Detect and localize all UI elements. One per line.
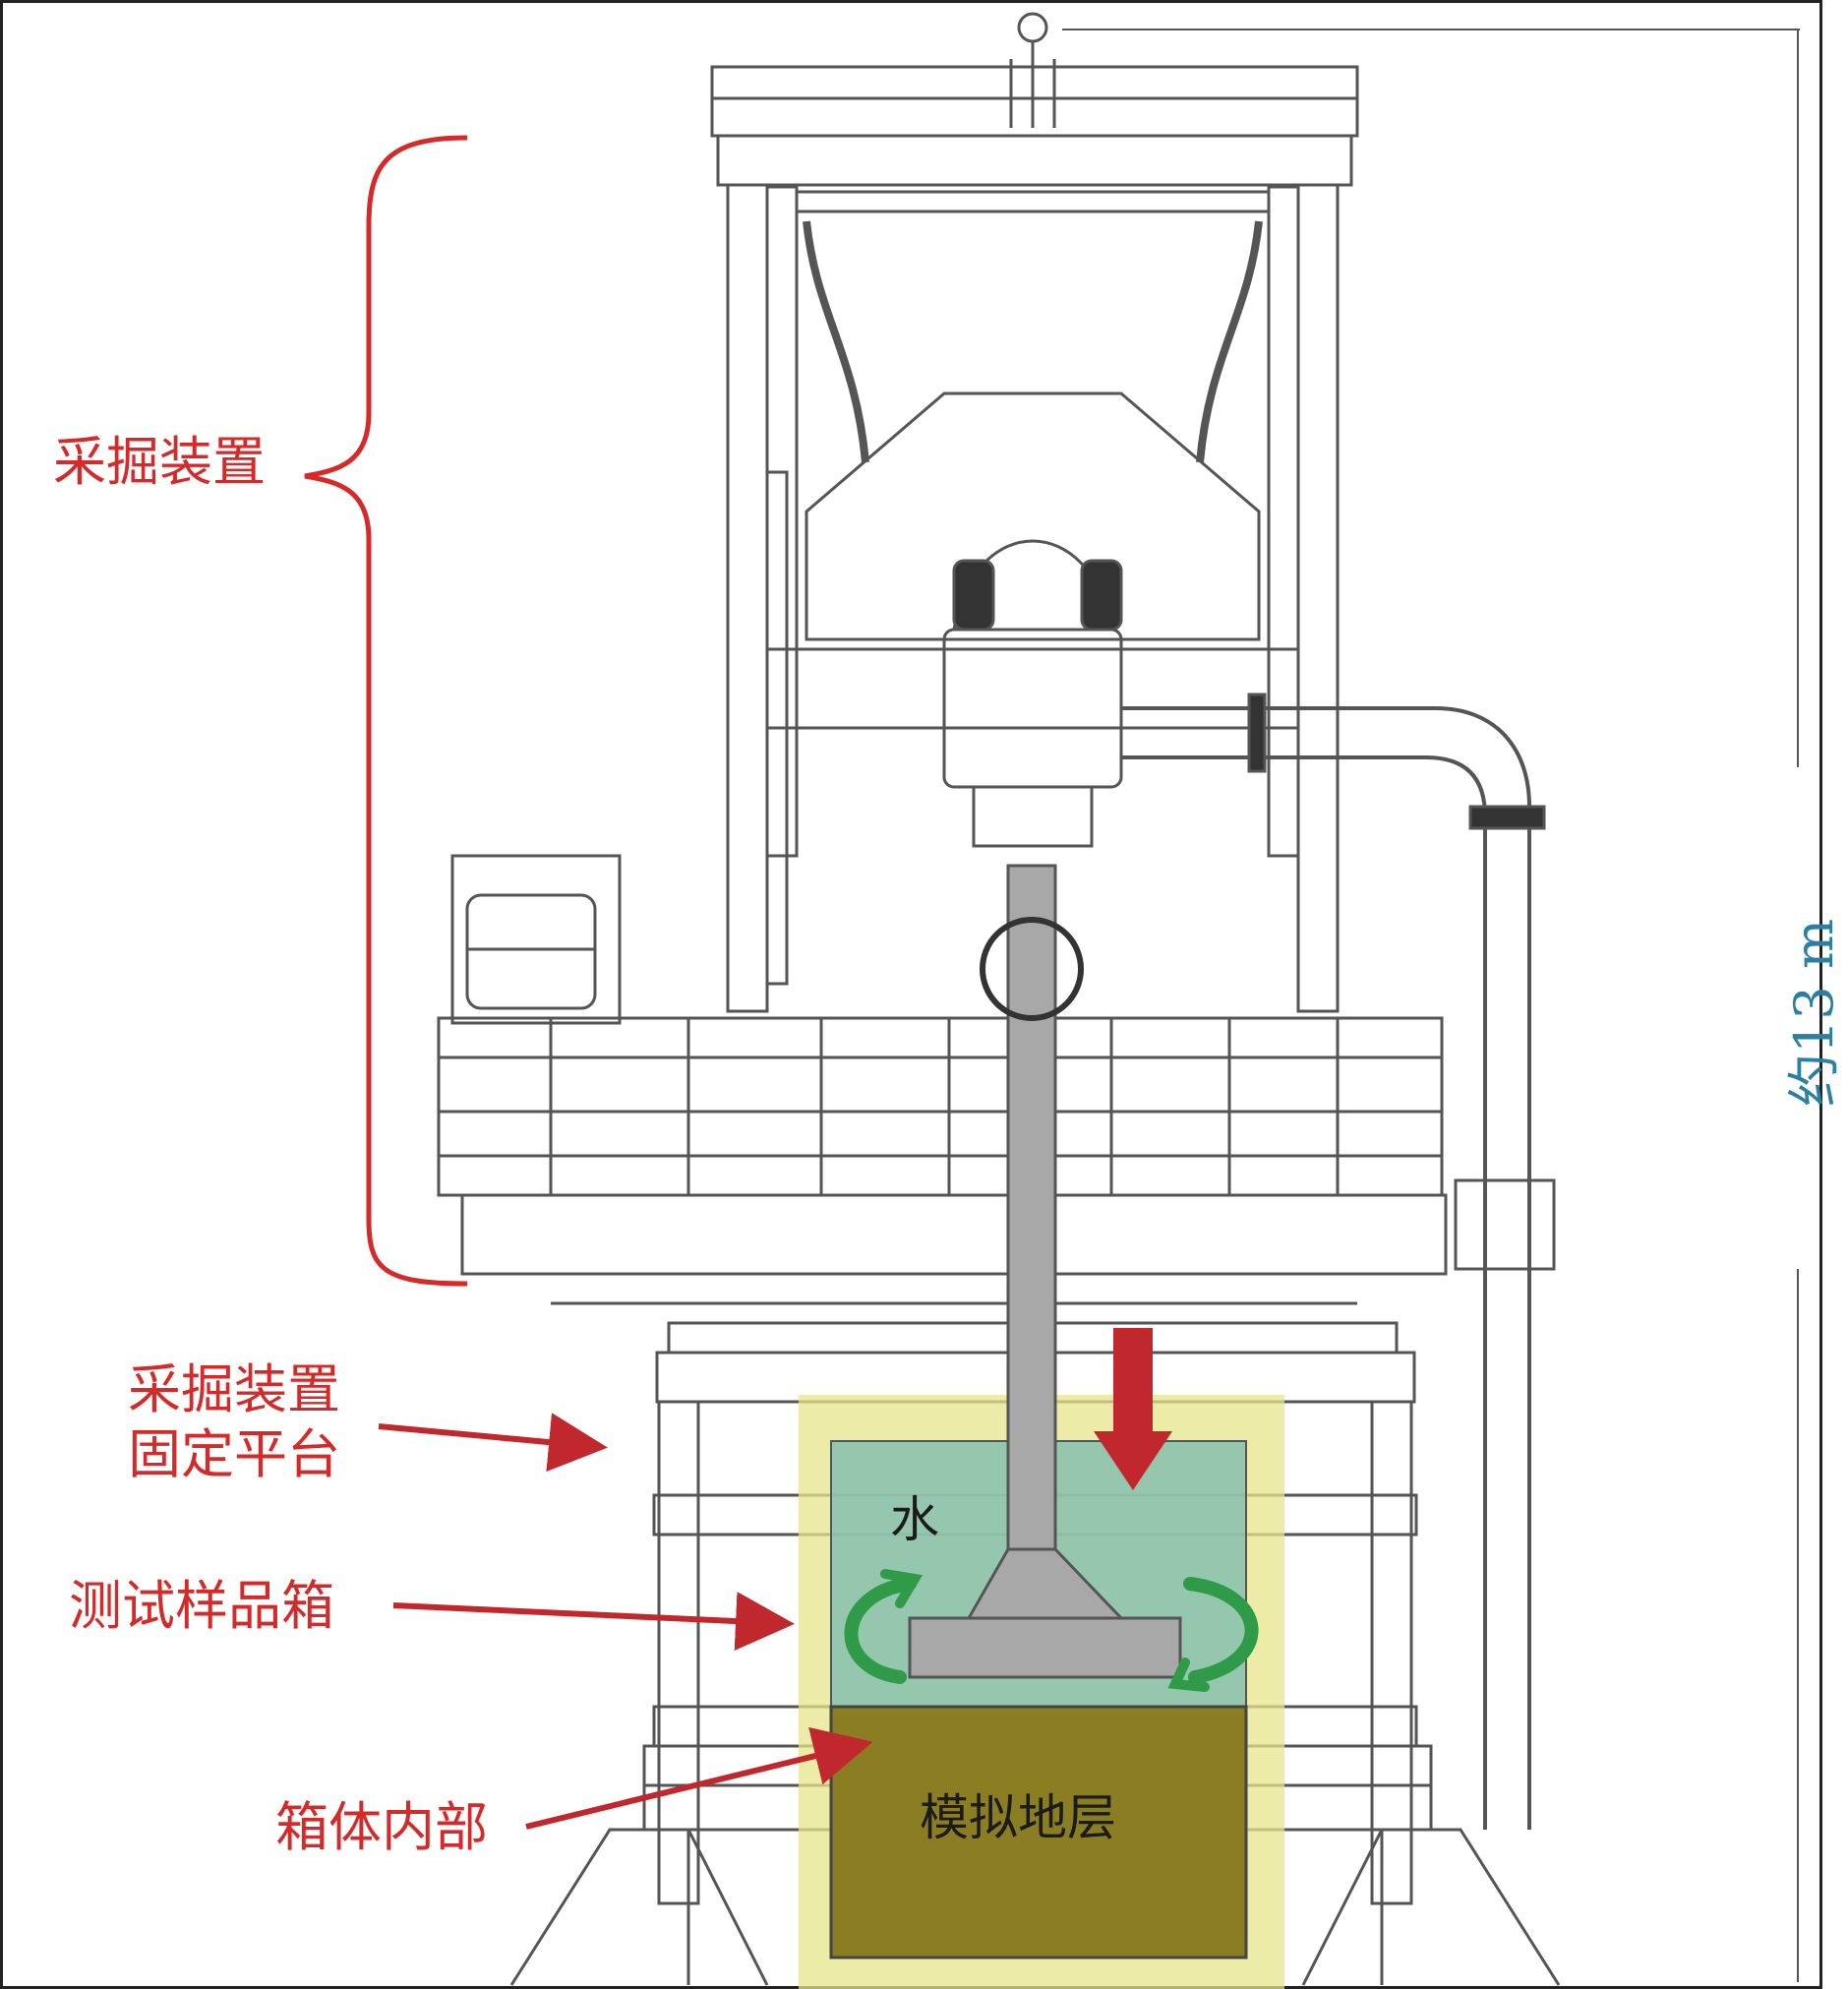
- label-mining-device: 采掘装置: [53, 431, 266, 493]
- mining-frame: [437, 12, 1556, 1830]
- label-simulated-stratum: 模拟地层: [920, 1789, 1116, 1846]
- label-test-box: 测试样品箱: [69, 1575, 334, 1637]
- label-box-interior: 箱体内部: [275, 1796, 488, 1858]
- label-height: 约13 m: [1783, 918, 1845, 1107]
- label-fixed-platform: 采掘装置 固定平台: [128, 1357, 340, 1487]
- downward-force-arrow: [1094, 1328, 1172, 1490]
- label-fixed-platform-line2: 固定平台: [128, 1423, 340, 1485]
- pointer-arrows: [378, 1413, 873, 1830]
- height-dimension: [1062, 29, 1800, 1982]
- simulated-stratum: [829, 1705, 1248, 1959]
- label-fixed-platform-line1: 采掘装置: [128, 1358, 340, 1420]
- rotation-arrows: [844, 1569, 1259, 1692]
- bracket: [304, 135, 468, 1287]
- label-water: 水: [890, 1491, 939, 1548]
- drill-shaft: [908, 864, 1182, 1679]
